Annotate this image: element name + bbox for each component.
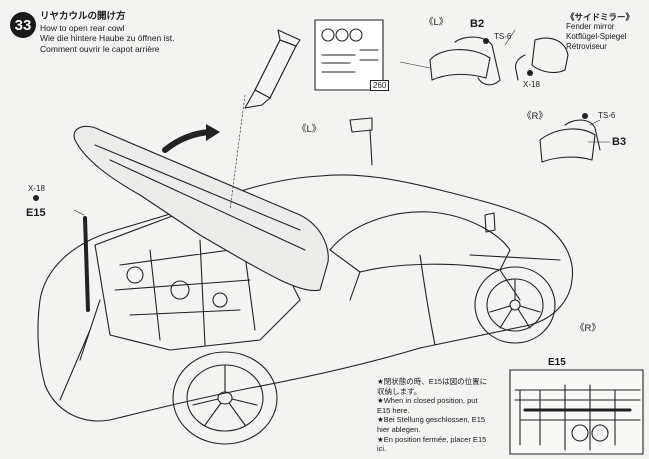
mirror-on-car	[349, 117, 373, 133]
mirror-title-fr: Rétroviseur	[566, 42, 607, 51]
step-title-de: Wie die hintere Haube zu öffnen ist.	[40, 33, 175, 43]
cockpit-window	[329, 211, 511, 273]
decal-number: 260	[370, 80, 390, 91]
label-right-bottom: 《R》	[575, 323, 601, 334]
note-jp-2: 収納します。	[377, 386, 422, 396]
label-left-top: 《L》	[424, 17, 449, 28]
label-part-e15: E15	[26, 207, 46, 219]
front-wheel	[172, 351, 278, 445]
note-en-1: ★When in closed position, put	[377, 396, 478, 406]
closed-position-note: ★閉状態の時、E15は図の位置に 収納します。 ★When in closed …	[377, 377, 501, 454]
inset-e15-label: E15	[548, 357, 566, 368]
label-paint-x18-a: X-18	[523, 80, 540, 89]
step-number: 33	[14, 16, 32, 34]
e15-inset	[509, 369, 644, 455]
mirror-left-parts	[429, 36, 569, 86]
rotation-arrow	[162, 129, 213, 153]
label-paint-x18-b: X-18	[28, 184, 45, 193]
decal-sheet	[314, 19, 384, 91]
rear-cowl	[73, 125, 329, 292]
step-number-badge: 33	[10, 12, 36, 38]
label-part-b2: B2	[470, 18, 485, 30]
label-right-top: 《R》	[522, 111, 548, 122]
note-de-2: hier ablegen.	[377, 424, 421, 434]
mirror-title-en: Fender mirror	[566, 22, 615, 31]
mirror-right-parts	[539, 119, 601, 163]
step-title-jp: リヤカウルの開け方	[40, 11, 126, 22]
label-left-mid: 《L》	[297, 124, 322, 135]
mirror-title-de: Kotflügel-Spiegel	[566, 32, 627, 41]
step-title-fr: Comment ouvrir le capot arrière	[40, 43, 160, 54]
paint-brush	[244, 29, 301, 109]
mirror-header: 《サイドミラー》 Fender mirror Kotflügel-Spiegel…	[566, 12, 634, 52]
note-jp-1: ★閉状態の時、E15は図の位置に	[377, 377, 488, 386]
label-part-b3: B3	[612, 136, 627, 148]
mirror-title-jp: 《サイドミラー》	[566, 12, 635, 22]
car-body	[37, 174, 574, 422]
label-paint-ts6-a: TS-6	[494, 32, 512, 41]
support-rod	[83, 216, 90, 312]
note-de-1: ★Bei Stellung geschlossen, E15	[377, 415, 486, 425]
step-title-en: How to open rear cowl	[40, 22, 125, 33]
rear-wheel	[474, 266, 556, 344]
label-paint-ts6-b: TS-6	[598, 111, 616, 120]
note-fr-2: ici.	[377, 444, 387, 454]
note-fr-1: ★En position fermée, placer E15	[377, 434, 487, 444]
note-en-2: E15 here.	[377, 405, 410, 415]
step-title: リヤカウルの開け方 How to open rear cowl Wie die …	[40, 11, 175, 54]
